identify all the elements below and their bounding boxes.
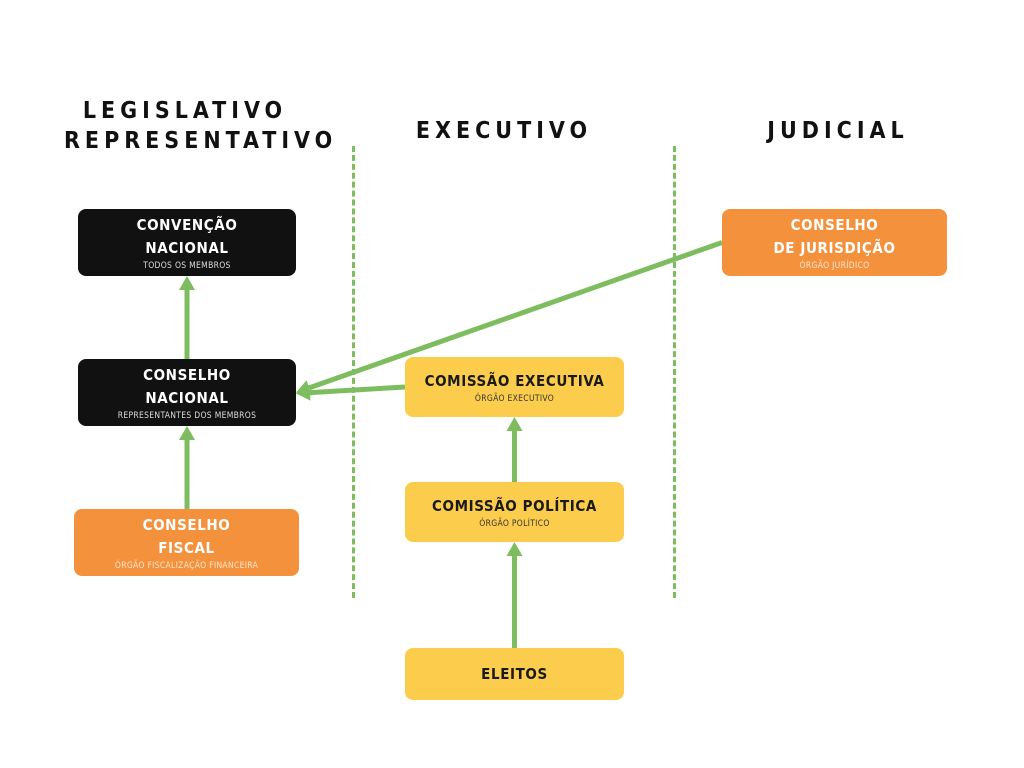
connector-comissao_executiva-to-conselho_nacional <box>309 384 406 396</box>
node-conselho-nacional: CONSELHO NACIONAL REPRESENTANTES DOS MEM… <box>78 359 296 426</box>
node-title-line-2: DE JURISDIÇÃO <box>773 238 896 257</box>
node-subtitle: ÓRGÃO POLÍTICO <box>479 518 550 529</box>
node-title-line-1: CONSELHO <box>790 215 879 234</box>
column-title-line-1: EXECUTIVO <box>415 118 593 144</box>
arrowhead-conselho_nacional-to-convencao <box>179 276 195 290</box>
node-subtitle: ÓRGÃO JURÍDICO <box>799 260 870 271</box>
arrowhead-eleitos-to-comissao_politica <box>506 542 523 556</box>
node-subtitle: TODOS OS MEMBROS <box>143 260 231 271</box>
node-title-line-1: ELEITOS <box>481 664 548 683</box>
arrowhead-comissao_politica-to-comissao_executiva <box>506 417 523 431</box>
node-title-line-1: COMISSÃO POLÍTICA <box>432 496 597 515</box>
column-title-judicial: JUDICIAL <box>738 116 938 146</box>
node-subtitle: ÓRGÃO EXECUTIVO <box>474 393 555 404</box>
arrowhead-conselho_fiscal-to-conselho_nacional <box>179 426 195 440</box>
node-title-line-1: CONVENÇÃO <box>136 215 238 234</box>
column-title-legislativo: LEGISLATIVO REPRESENTATIVO <box>64 96 338 156</box>
node-convencao-nacional: CONVENÇÃO NACIONAL TODOS OS MEMBROS <box>78 209 296 276</box>
node-title-line-2: NACIONAL <box>145 238 229 257</box>
divider-right <box>673 146 676 598</box>
node-comissao-politica: COMISSÃO POLÍTICA ÓRGÃO POLÍTICO <box>405 482 624 542</box>
node-subtitle: REPRESENTANTES DOS MEMBROS <box>117 410 257 421</box>
column-title-line-2: REPRESENTATIVO <box>64 128 338 154</box>
node-title-line-2: FISCAL <box>158 538 215 557</box>
column-title-line-1: LEGISLATIVO <box>82 98 288 124</box>
connector-conselho_jurisdicao-to-conselho_nacional <box>308 240 723 391</box>
node-title-line-1: CONSELHO <box>142 515 231 534</box>
arrowhead-conselho_jurisdicao-to-conselho_nacional <box>296 380 312 396</box>
node-eleitos: ELEITOS <box>405 648 624 700</box>
node-conselho-jurisdicao: CONSELHO DE JURISDIÇÃO ÓRGÃO JURÍDICO <box>722 209 947 276</box>
node-title-line-2: NACIONAL <box>145 388 229 407</box>
node-conselho-fiscal: CONSELHO FISCAL ÓRGÃO FISCALIZAÇÃO FINAN… <box>74 509 299 576</box>
column-title-line-1: JUDICIAL <box>767 118 909 144</box>
node-subtitle: ÓRGÃO FISCALIZAÇÃO FINANCEIRA <box>114 560 259 571</box>
node-title-line-1: CONSELHO <box>143 365 231 384</box>
node-comissao-executiva: COMISSÃO EXECUTIVA ÓRGÃO EXECUTIVO <box>405 357 624 417</box>
column-title-executivo: EXECUTIVO <box>404 116 604 146</box>
node-title-line-1: COMISSÃO EXECUTIVA <box>424 371 605 390</box>
